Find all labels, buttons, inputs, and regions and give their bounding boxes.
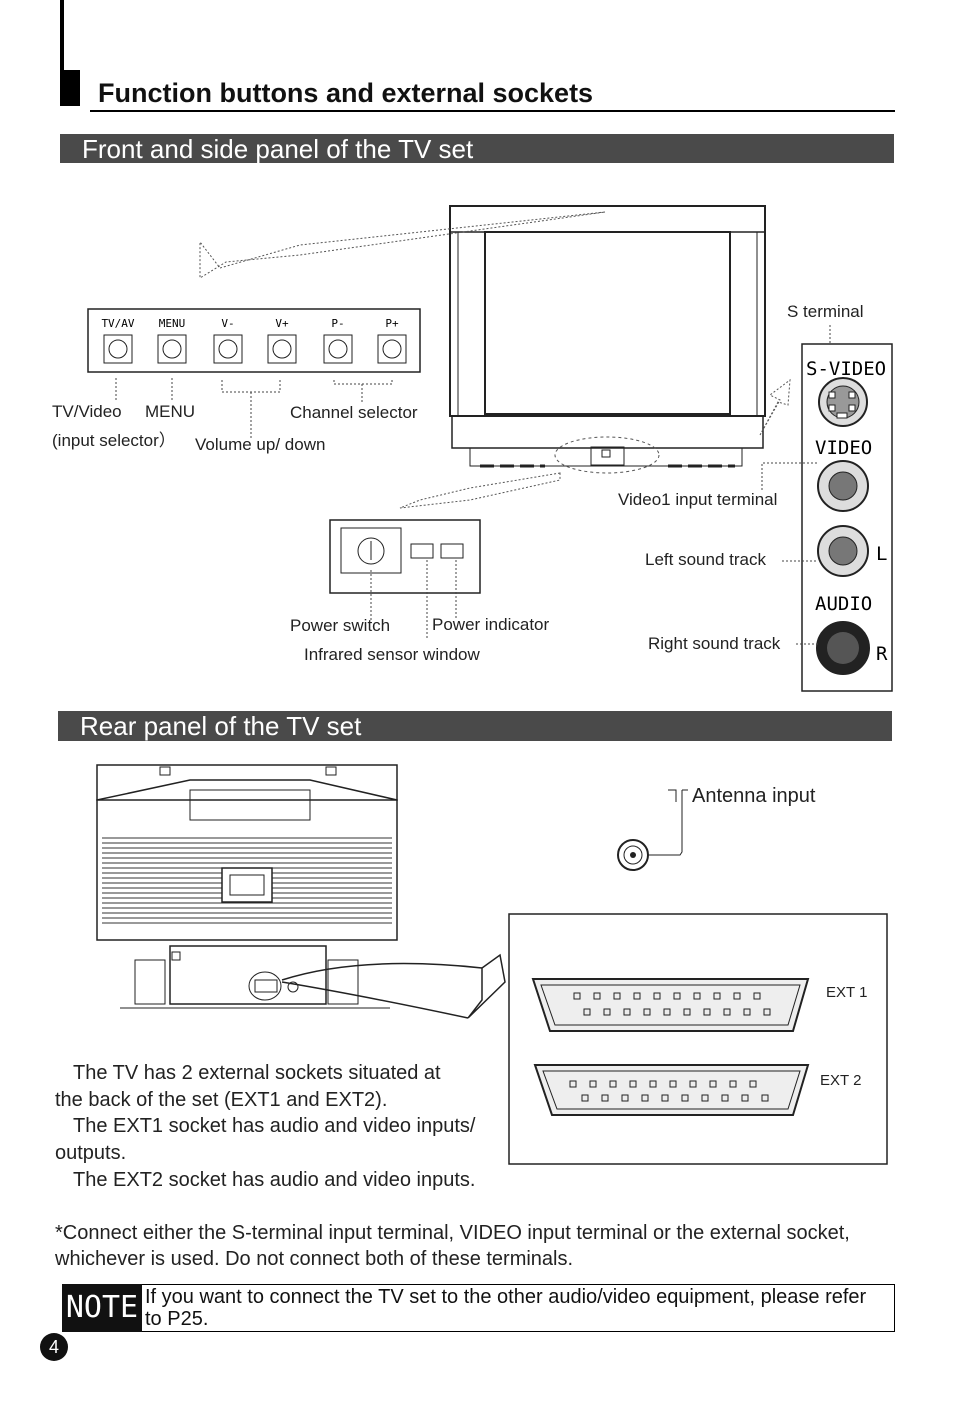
page-number: 4 (40, 1333, 68, 1361)
antenna-input-label: Antenna input (692, 785, 816, 807)
section-rear-heading: Rear panel of the TV set (58, 711, 892, 741)
body-p2b: outputs. (55, 1142, 127, 1164)
header-bar (60, 0, 64, 106)
connect-note-line1: *Connect either the S-terminal input ter… (55, 1222, 850, 1244)
audio-label: AUDIO (815, 593, 872, 615)
ext2-label: EXT 2 (820, 1072, 862, 1089)
s-video-label: S-VIDEO (806, 358, 886, 380)
s-terminal-label: S terminal (787, 302, 864, 321)
page-title: Function buttons and external sockets (98, 78, 594, 108)
note-text: If you want to connect the TV set to the… (145, 1286, 867, 1330)
front-panel-illustration: TV/AV MENU V- V+ P- P+ S-VIDEO VIDEO L A… (87, 205, 893, 692)
power-switch-label: Power switch (290, 616, 391, 635)
input-selector-label: (input selector） (52, 431, 176, 450)
button-label-vplus: V+ (275, 317, 289, 330)
button-label-tvav: TV/AV (101, 317, 134, 330)
header-bar-block (60, 70, 80, 106)
infrared-label: Infrared sensor window (304, 645, 480, 664)
video1-label: Video1 input terminal (618, 490, 778, 509)
right-sound-label: Right sound track (648, 634, 781, 653)
button-label-pplus: P+ (385, 317, 399, 330)
connect-note-line2: whichever is used. Do not connect both o… (55, 1248, 574, 1270)
r-label: R (876, 643, 888, 665)
section-front-heading: Front and side panel of the TV set (60, 134, 894, 164)
button-label-vminus: V- (221, 317, 234, 330)
body-p2a: The EXT1 socket has audio and video inpu… (73, 1115, 476, 1137)
volume-label: Volume up/ down (195, 435, 326, 454)
body-p1b: the back of the set (EXT1 and EXT2). (55, 1089, 388, 1111)
channel-selector-label: Channel selector (290, 403, 418, 422)
left-sound-label: Left sound track (645, 550, 766, 569)
tv-video-label: TV/Video (52, 402, 122, 421)
body-p3: The EXT2 socket has audio and video inpu… (73, 1169, 476, 1191)
button-label-pminus: P- (331, 317, 344, 330)
ext-sockets-illustration (508, 913, 888, 1165)
l-label: L (876, 543, 887, 565)
video-label: VIDEO (815, 437, 872, 459)
ext1-label: EXT 1 (826, 984, 868, 1001)
menu-label: MENU (145, 402, 196, 421)
body-p1a: The TV has 2 external sockets situated a… (73, 1062, 441, 1084)
power-indicator-label: Power indicator (432, 615, 550, 634)
rear-panel-illustration (96, 764, 688, 1019)
title-rule (90, 110, 895, 112)
button-label-menu: MENU (159, 317, 186, 330)
note-tag: NOTE (62, 1284, 142, 1332)
